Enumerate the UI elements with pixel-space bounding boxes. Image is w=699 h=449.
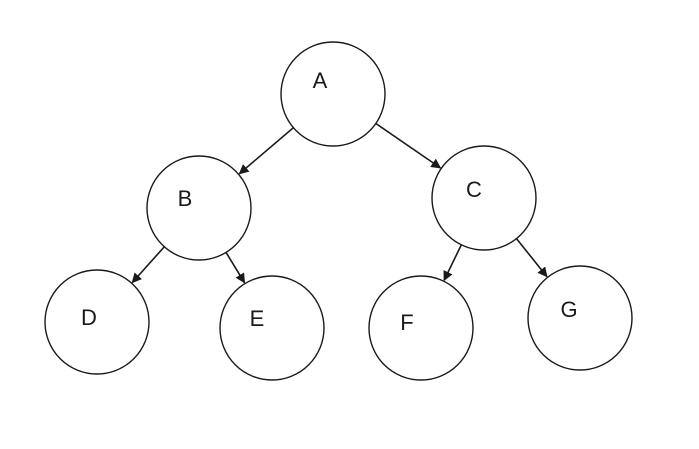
edge-c-g bbox=[515, 237, 548, 278]
node-e-label: E bbox=[250, 306, 265, 331]
node-g-circle bbox=[527, 265, 633, 371]
node-g: G bbox=[527, 265, 633, 371]
node-d-label: D bbox=[81, 305, 97, 330]
edge-c-f bbox=[443, 243, 463, 282]
node-c: C bbox=[431, 145, 537, 251]
node-b-circle bbox=[146, 155, 252, 261]
edges-layer bbox=[131, 122, 548, 284]
node-f-circle bbox=[368, 275, 474, 381]
node-a-circle bbox=[280, 41, 386, 147]
node-e-circle bbox=[219, 275, 325, 381]
node-a-label: A bbox=[313, 68, 328, 93]
nodes-layer: A B C D E F G bbox=[44, 41, 633, 381]
node-e: E bbox=[219, 275, 325, 381]
node-b: B bbox=[146, 155, 252, 261]
node-g-label: G bbox=[560, 297, 577, 322]
edge-a-c bbox=[374, 122, 442, 169]
edge-b-d bbox=[131, 245, 166, 284]
edge-b-e bbox=[224, 251, 246, 284]
node-c-circle bbox=[431, 145, 537, 251]
node-b-label: B bbox=[178, 186, 193, 211]
node-a: A bbox=[280, 41, 386, 147]
node-d-circle bbox=[44, 269, 150, 375]
node-f-label: F bbox=[400, 310, 413, 335]
node-f: F bbox=[368, 275, 474, 381]
node-d: D bbox=[44, 269, 150, 375]
node-c-label: C bbox=[466, 177, 482, 202]
edge-a-b bbox=[238, 126, 295, 175]
